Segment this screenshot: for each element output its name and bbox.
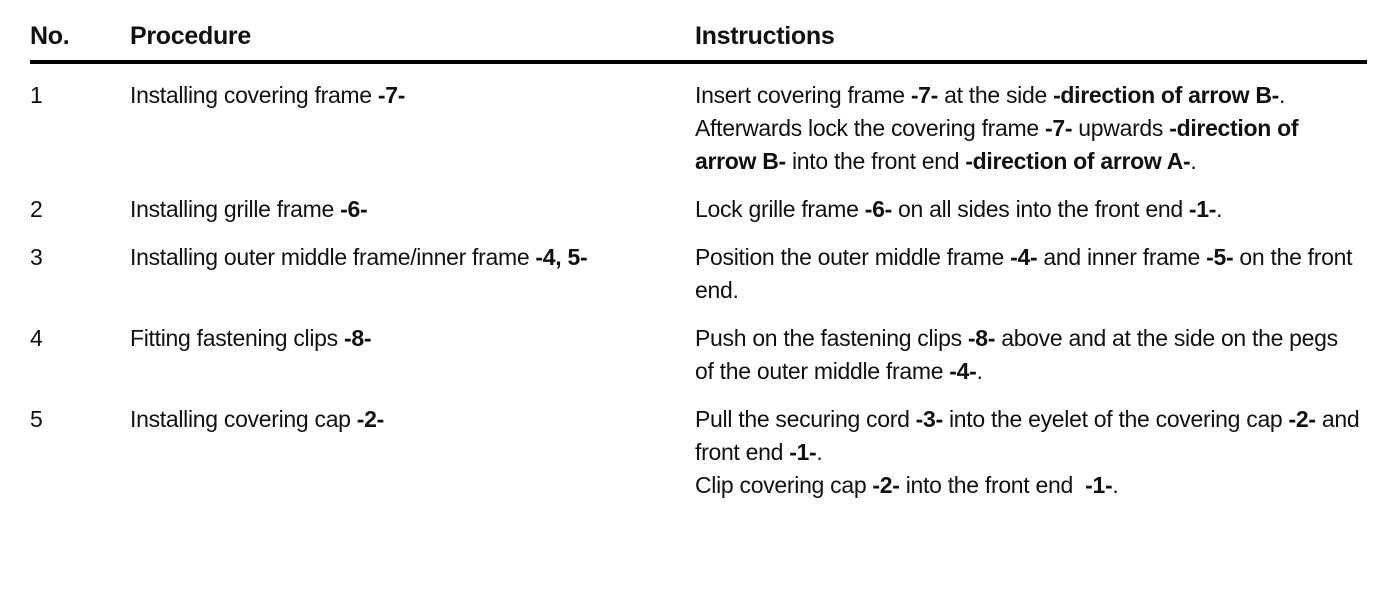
cell-instructions: Insert covering frame -7- at the side -d… bbox=[695, 82, 1299, 174]
cell-procedure: Installing outer middle frame/inner fram… bbox=[130, 244, 588, 270]
cell-no: 4 bbox=[30, 325, 43, 351]
table-row: 2 Installing grille frame -6- Lock grill… bbox=[30, 178, 1367, 226]
manual-page: No. Procedure Instructions 1 Installing … bbox=[0, 22, 1392, 502]
cell-no: 5 bbox=[30, 406, 43, 432]
cell-instructions: Pull the securing cord -3- into the eyel… bbox=[695, 406, 1360, 498]
cell-instructions: Push on the fastening clips -8- above an… bbox=[695, 325, 1338, 384]
header-row: No. Procedure Instructions bbox=[30, 22, 1367, 64]
cell-no: 3 bbox=[30, 244, 43, 270]
procedure-table: No. Procedure Instructions 1 Installing … bbox=[30, 22, 1367, 502]
column-header-no: No. bbox=[30, 22, 130, 64]
column-header-instructions: Instructions bbox=[695, 22, 1367, 64]
cell-procedure: Installing covering frame -7- bbox=[130, 82, 406, 108]
table-row: 5 Installing covering cap -2- Pull the s… bbox=[30, 388, 1367, 502]
table-row: 1 Installing covering frame -7- Insert c… bbox=[30, 62, 1367, 178]
cell-procedure: Fitting fastening clips -8- bbox=[130, 325, 372, 351]
cell-instructions: Position the outer middle frame -4- and … bbox=[695, 244, 1353, 303]
table-header: No. Procedure Instructions bbox=[30, 22, 1367, 64]
cell-procedure: Installing grille frame -6- bbox=[130, 196, 368, 222]
column-header-procedure: Procedure bbox=[130, 22, 695, 64]
table-row: 3 Installing outer middle frame/inner fr… bbox=[30, 226, 1367, 307]
cell-no: 2 bbox=[30, 196, 43, 222]
cell-procedure: Installing covering cap -2- bbox=[130, 406, 384, 432]
cell-instructions: Lock grille frame -6- on all sides into … bbox=[695, 196, 1223, 222]
table-body: 1 Installing covering frame -7- Insert c… bbox=[30, 62, 1367, 502]
table-row: 4 Fitting fastening clips -8- Push on th… bbox=[30, 307, 1367, 388]
cell-no: 1 bbox=[30, 82, 43, 108]
